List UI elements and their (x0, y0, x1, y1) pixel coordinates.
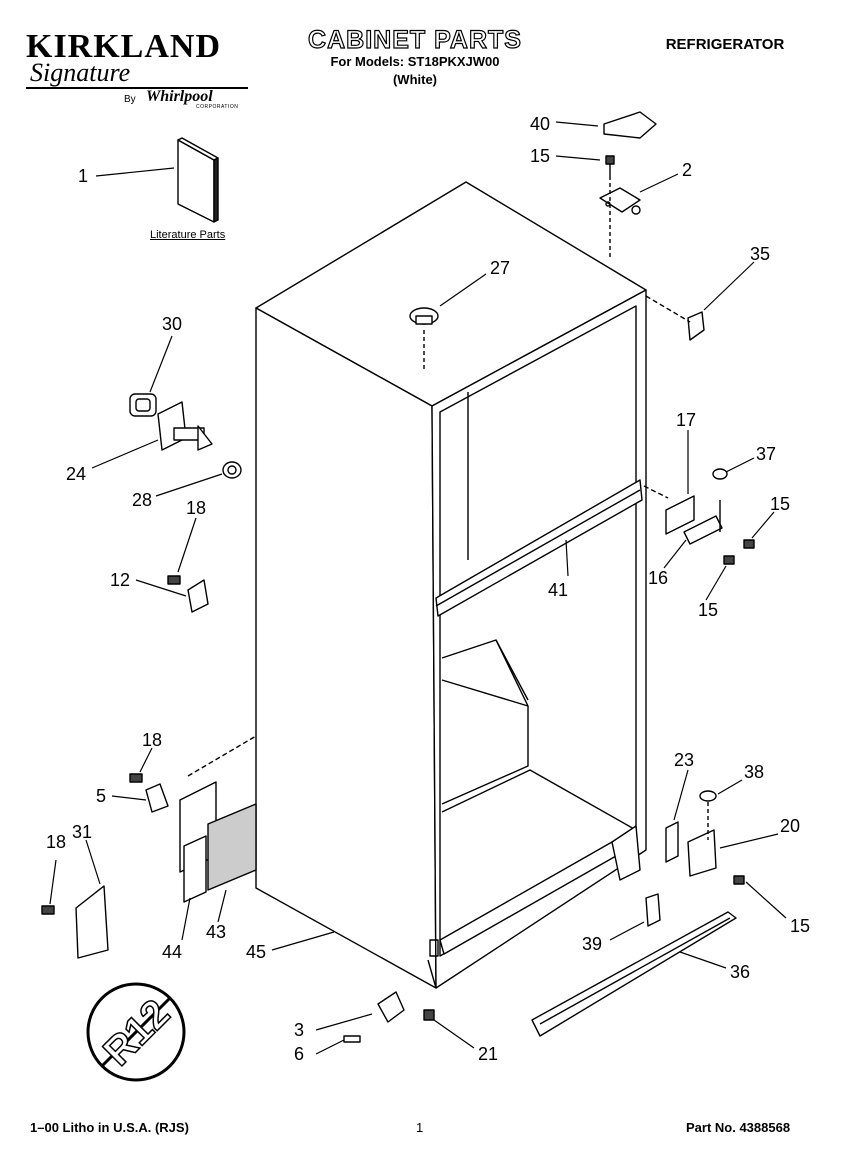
brand-rule (26, 87, 248, 89)
model-color: (White) (392, 72, 438, 87)
bottom-rail (439, 825, 641, 955)
part-21-screw (423, 1009, 435, 1021)
model-number: For Models: ST18PKXJW00 (330, 54, 500, 69)
callout-36: 36 (730, 962, 750, 982)
callout-35: 35 (750, 244, 770, 264)
part-38-washer (699, 790, 717, 802)
callout-39: 39 (582, 934, 602, 954)
part-17-bracket (665, 495, 695, 535)
part-18-screw-b (41, 905, 55, 915)
callout-20: 20 (780, 816, 800, 836)
part-5-hinge-pin (145, 783, 169, 813)
callout-15-mid-a: 15 (770, 494, 790, 514)
part-28-ring (222, 461, 242, 479)
part-30-gasket (129, 393, 157, 417)
part-35-clip (687, 311, 705, 341)
part-15-screw-mid-a (743, 539, 755, 549)
callout-3: 3 (294, 1020, 304, 1040)
part-23-shim (665, 821, 679, 863)
brand-signature: Signature (30, 58, 131, 87)
part-15-screw-top (605, 155, 615, 176)
callout-44: 44 (162, 942, 182, 962)
part-16-center-hinge (683, 500, 723, 545)
callout-23: 23 (674, 750, 694, 770)
callout-38: 38 (744, 762, 764, 782)
part-37-washer (712, 468, 728, 480)
part-24-dispenser (157, 401, 213, 451)
divider-bar (435, 479, 643, 617)
part-3-bracket (377, 991, 405, 1023)
cabinet-body (255, 181, 647, 989)
callout-37: 37 (756, 444, 776, 464)
part-31-cover (75, 885, 109, 959)
callout-27: 27 (490, 258, 510, 278)
callout-43: 43 (206, 922, 226, 942)
r12-symbol (86, 982, 186, 1082)
callout-2: 2 (682, 160, 692, 180)
callout-15-mid-b: 15 (698, 600, 718, 620)
callout-28: 28 (132, 490, 152, 510)
part-43-insulation (207, 803, 257, 891)
part-15-screw-bottom (733, 875, 745, 885)
callout-16: 16 (648, 568, 668, 588)
part-number: Part No. 4388568 (686, 1120, 791, 1135)
callout-24: 24 (66, 464, 86, 484)
part-36-grille (531, 911, 737, 1037)
part-40-cap (603, 111, 657, 139)
brand-logo: KIRKLAND (26, 28, 222, 65)
part-18-screw-a (129, 773, 143, 783)
callout-45: 45 (246, 942, 266, 962)
callout-15-bottom: 15 (790, 916, 810, 936)
callout-5: 5 (96, 786, 106, 806)
callout-17: 17 (676, 410, 696, 430)
callout-31: 31 (72, 822, 92, 842)
maker-sub: CORPORATION (196, 104, 239, 110)
part-20-bottom-hinge (687, 829, 717, 877)
callout-30: 30 (162, 314, 182, 334)
part-39-clip (645, 893, 661, 927)
literature-booklet (177, 137, 219, 223)
callout-41: 41 (548, 580, 568, 600)
callout-numbers: 40 15 2 1 27 35 30 24 28 18 12 17 37 15 … (46, 114, 810, 1064)
by-text: By (124, 94, 136, 105)
leader-lines (49, 121, 787, 1055)
callout-21: 21 (478, 1044, 498, 1064)
part-12-bracket (167, 575, 209, 613)
callout-18-c: 18 (46, 832, 66, 852)
callout-12: 12 (110, 570, 130, 590)
maker-logo: Whirlpool (146, 88, 213, 105)
part-44-bracket (179, 781, 217, 903)
part-27-plug (409, 307, 439, 325)
part-2-top-hinge (599, 187, 641, 215)
callout-1: 1 (78, 166, 88, 186)
litho-info: 1–00 Litho in U.S.A. (RJS) (30, 1120, 189, 1135)
part-6-screw (343, 1035, 361, 1043)
part-15-screw-mid-b (723, 555, 735, 565)
callout-18-a: 18 (186, 498, 206, 518)
callout-40: 40 (530, 114, 550, 134)
page-title: CABINET PARTS (307, 25, 522, 54)
callout-15-top: 15 (530, 146, 550, 166)
product-type: REFRIGERATOR (665, 36, 785, 53)
callout-6: 6 (294, 1044, 304, 1064)
page-number: 1 (416, 1120, 424, 1135)
callout-18-b: 18 (142, 730, 162, 750)
literature-parts-label: Literature Parts (150, 229, 226, 241)
